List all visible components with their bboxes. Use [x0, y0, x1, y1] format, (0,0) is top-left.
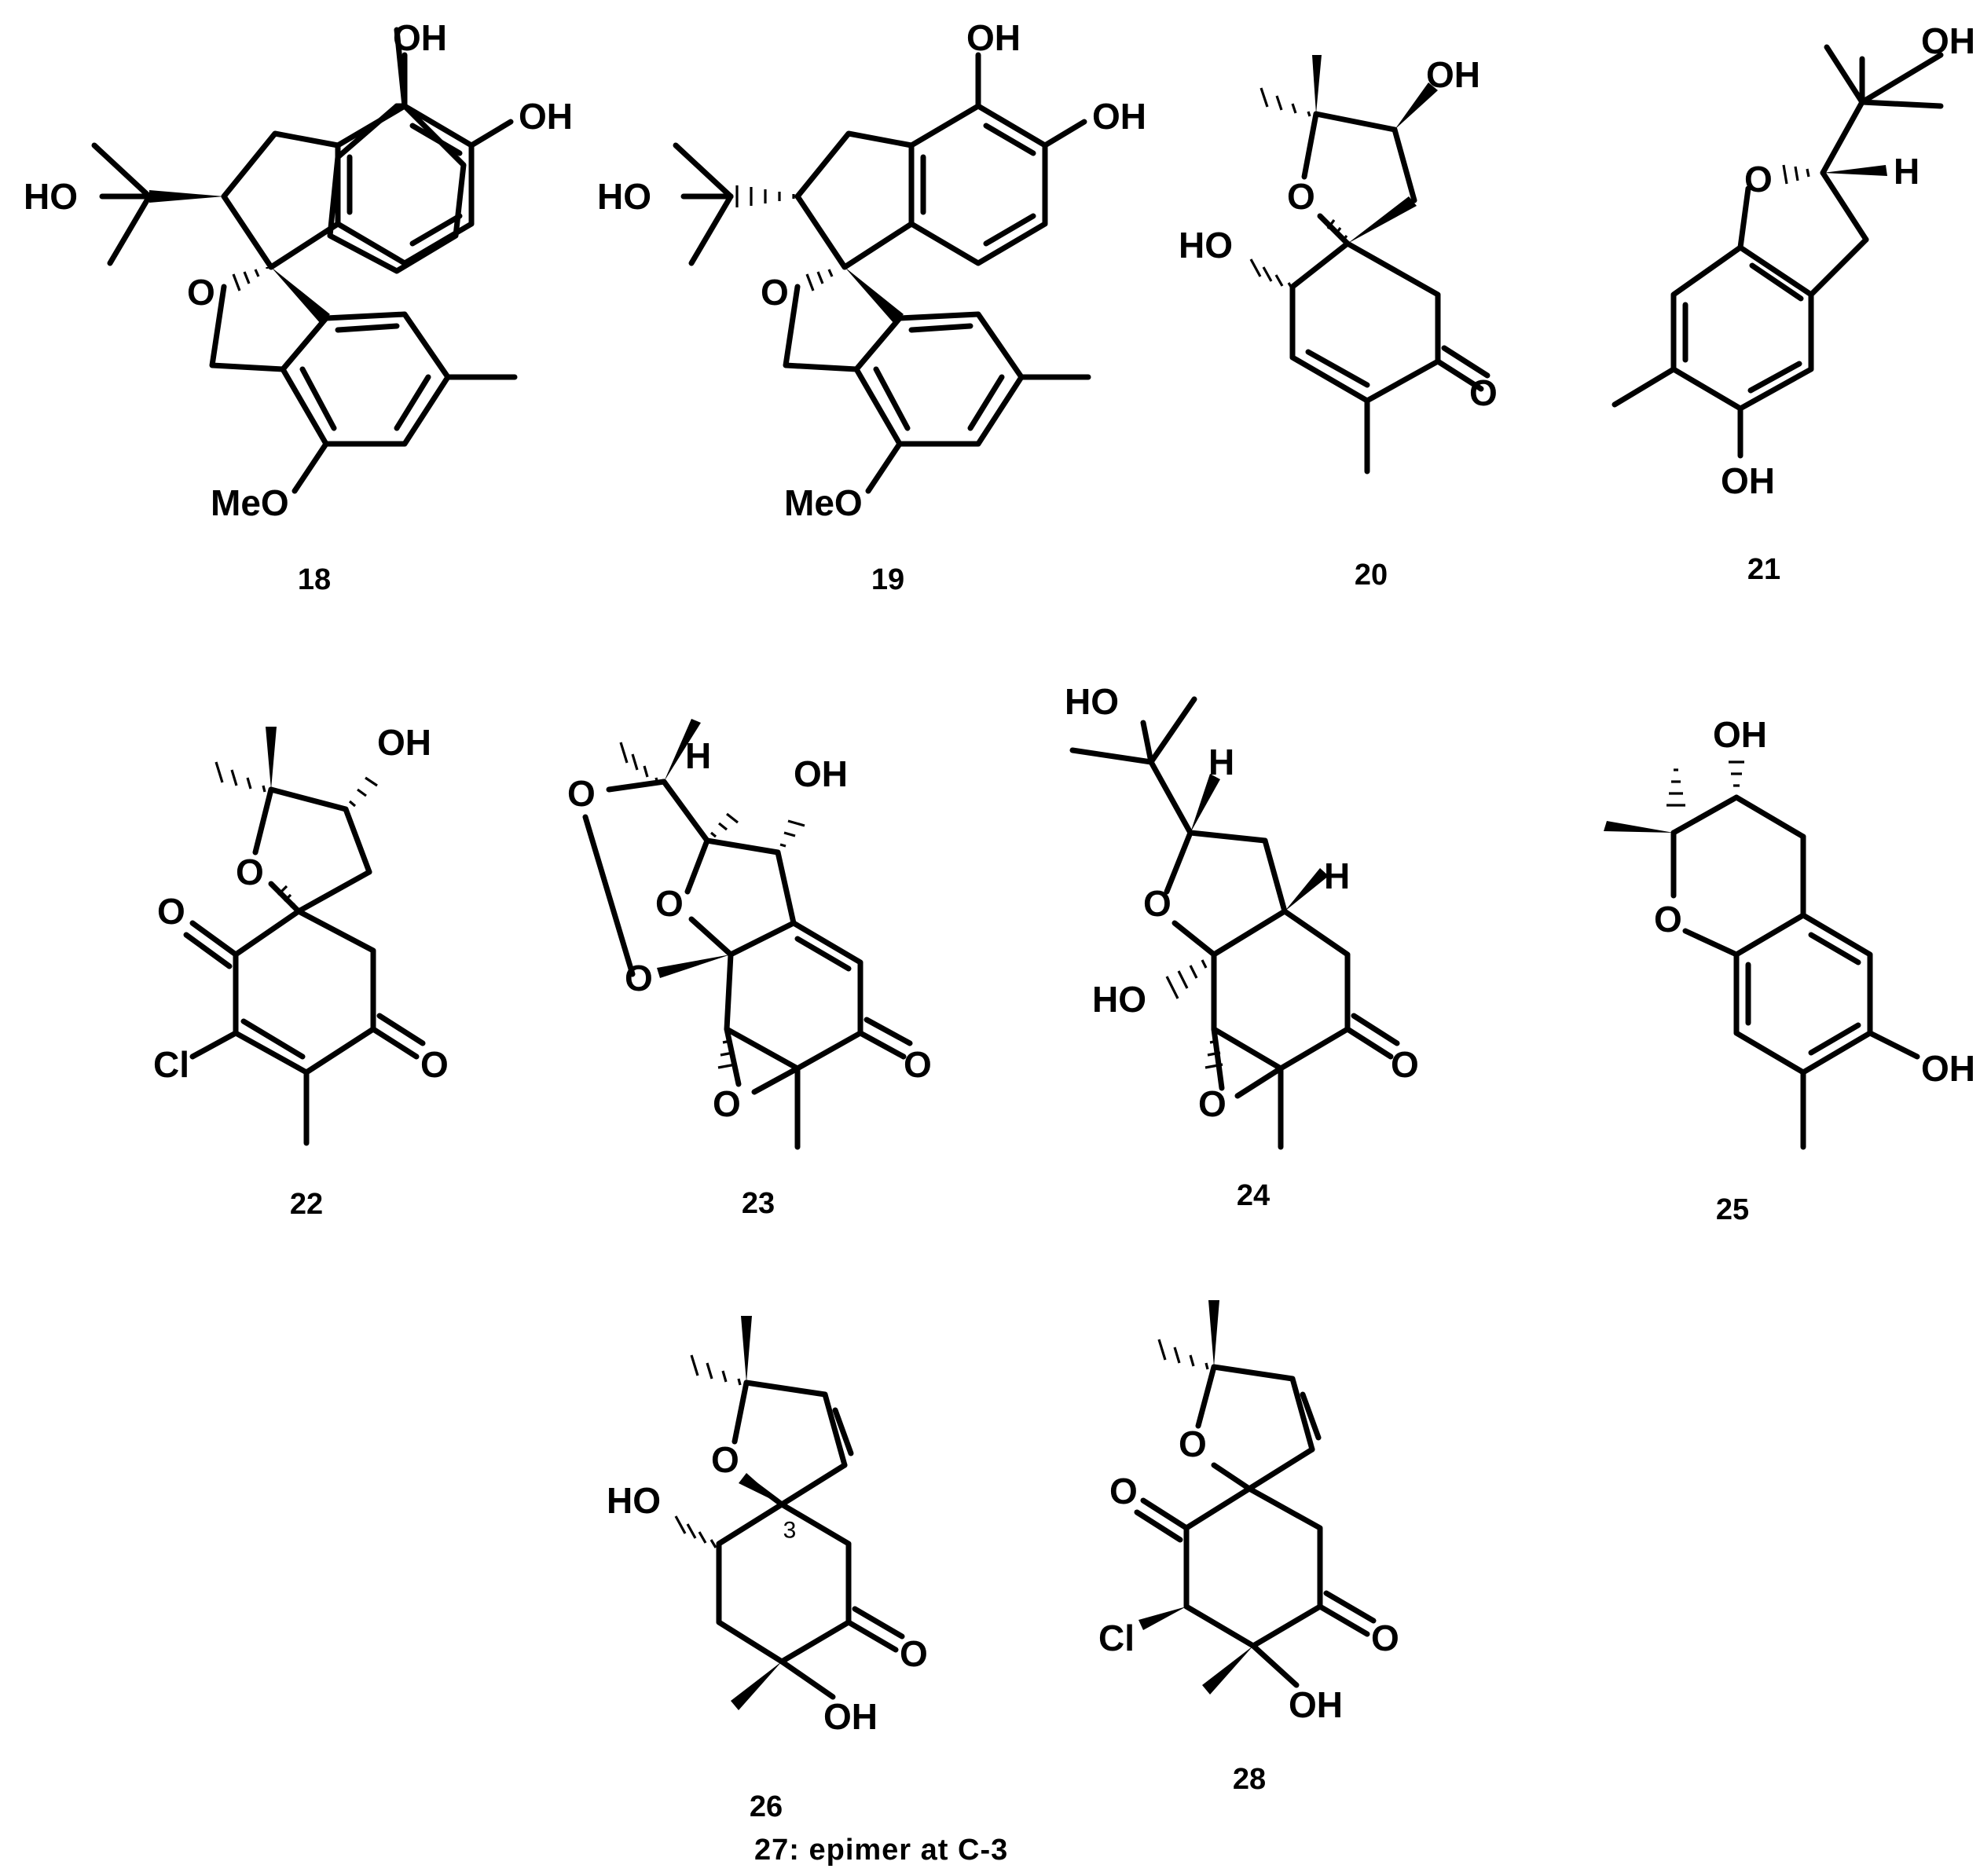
atom-label: HO [1179, 225, 1233, 266]
epimer-note: 27: epimer at C-3 [754, 1834, 1008, 1867]
atom-label: O [713, 1083, 741, 1124]
atom-label: O [1391, 1044, 1419, 1085]
atom-label: OH [1921, 20, 1975, 61]
hash-bond-20a [1260, 87, 1311, 117]
atom-label: H [1324, 856, 1350, 896]
atom-label: OH [393, 17, 447, 58]
atom-label: OH [1921, 1048, 1975, 1089]
atom-label: O [157, 891, 185, 932]
atom-label: O [711, 1439, 739, 1480]
atom-label: OH [519, 96, 573, 137]
atom-label: OH [1289, 1684, 1343, 1725]
atom-label: O [187, 272, 215, 313]
atom-label: H [1208, 742, 1234, 782]
atom-label: O [1744, 159, 1773, 200]
atom-label: O [1198, 1083, 1226, 1124]
hash-bond-21 [1782, 164, 1810, 185]
atom-label: OH [1092, 96, 1146, 137]
compound-label: 26 [750, 1790, 783, 1823]
atom-label: Cl [153, 1044, 189, 1085]
atom-label: HO [1092, 979, 1146, 1020]
atom-label: O [1469, 372, 1498, 413]
hash-bond-19b [805, 269, 834, 291]
atom-label: OH [1713, 714, 1767, 755]
compound-label: 24 [1237, 1179, 1270, 1212]
atom-label: O [904, 1044, 932, 1085]
compound-label: 21 [1747, 553, 1780, 586]
atom-label: O [1143, 883, 1172, 924]
compound-label: 20 [1355, 559, 1388, 592]
hash-bond-22a [214, 761, 266, 793]
hash-bond-22b [348, 776, 378, 808]
hash-bond-23c [779, 819, 805, 848]
atom-label: O [655, 883, 684, 924]
compound-28: O O Cl O OH 28 [1098, 1300, 1399, 1796]
atom-label: OH [1721, 460, 1775, 501]
compound-19: OH OH HO O MeO 19 [597, 17, 1146, 596]
compound-label: 19 [871, 563, 904, 596]
hash-bond-23a [619, 742, 659, 785]
atom-label: O [900, 1633, 928, 1674]
atom-label: H [685, 735, 711, 776]
atom-label: HO [1065, 681, 1119, 722]
hash-bond-23d [717, 1039, 736, 1069]
atom-label: O [761, 272, 789, 313]
compound-25: OH O OH 25 [1604, 714, 1975, 1226]
atom-label: OH [794, 753, 848, 794]
atom-label: O [1654, 899, 1682, 940]
atom-label: O [1179, 1423, 1207, 1464]
compound-label: 23 [742, 1187, 775, 1220]
compound-26: O HO 3 O OH 26 [607, 1316, 928, 1823]
compound-24: HO H O H HO O O 24 [1065, 681, 1419, 1212]
hash-bond-26b [674, 1515, 717, 1548]
compound-21: OH O H OH 21 [1612, 20, 1975, 586]
atom-label: H [1894, 151, 1920, 192]
atom-label: HO [607, 1480, 661, 1521]
hash-bond-24b [1204, 1039, 1223, 1069]
atom-label: O [1287, 176, 1315, 217]
atom-locant: 3 [783, 1518, 797, 1544]
atom-label: O [420, 1044, 449, 1085]
atom-label: O [1109, 1471, 1138, 1511]
hash-bond-18 [232, 267, 269, 291]
atom-label: O [1371, 1618, 1399, 1658]
hash-bond-22c [277, 885, 296, 909]
hash-bond-25a [1666, 768, 1685, 807]
compound-22: OH O O Cl O 22 [153, 722, 449, 1221]
compound-label: 22 [290, 1188, 323, 1221]
compound-18: OH OH HO O MeO 18 [24, 17, 573, 596]
hash-bond-26a [690, 1354, 742, 1386]
atom-label: OH [377, 722, 431, 763]
hash-bond-20b [1326, 219, 1348, 240]
hash-bond-23b [710, 812, 739, 838]
atom-label: O [236, 852, 264, 892]
atom-label: HO [597, 176, 651, 217]
compound-label: 18 [298, 563, 331, 596]
atom-label: MeO [784, 482, 863, 523]
atom-label: OH [1426, 54, 1480, 95]
hash-bond-19a [735, 185, 795, 207]
atom-label: O [567, 773, 596, 814]
atom-label: OH [966, 17, 1021, 58]
compound-label: 28 [1233, 1763, 1266, 1796]
compound-20: OH O HO O 20 [1179, 54, 1498, 592]
hash-bond-20c [1249, 258, 1295, 291]
atom-label: MeO [211, 482, 289, 523]
atom-label: O [625, 958, 653, 998]
hash-bond-25b [1729, 760, 1744, 787]
compound-label: 25 [1716, 1193, 1749, 1226]
hash-bond-28a [1157, 1339, 1209, 1370]
atom-label: OH [823, 1696, 878, 1737]
atom-label: HO [24, 176, 78, 217]
hash-bond-24a [1165, 959, 1208, 999]
atom-label: Cl [1098, 1618, 1135, 1658]
compound-23: O H OH O O O O 23 [567, 719, 932, 1220]
